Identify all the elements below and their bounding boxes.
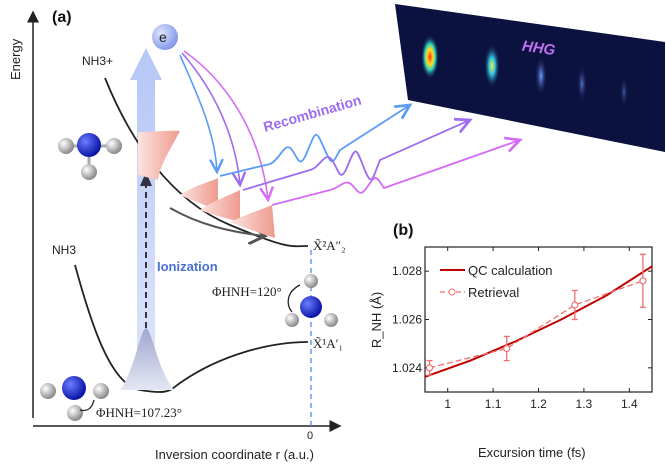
panel-b-chart: (b) 1 1.1 1.2 1.3 1.4 1.024 1.026 1.028 Excursi… xyxy=(369,222,653,460)
harmonic-wave-purple xyxy=(242,120,470,191)
x-axis-label: Excursion time (fs) xyxy=(478,445,586,460)
plot-area xyxy=(424,246,653,393)
recombination-label: Recombination xyxy=(261,92,363,135)
hhg-label: HHG xyxy=(521,38,557,60)
return-path-blue xyxy=(179,54,217,172)
ion-state-label: X̃²A″₂ xyxy=(313,238,346,253)
y-tick-label: 1.028 xyxy=(392,264,422,278)
panel-b-label: (b) xyxy=(393,222,413,239)
y-tick-label: 1.026 xyxy=(392,313,422,327)
ionization-label: Ionization xyxy=(157,259,218,274)
x-tick-label: 1.2 xyxy=(530,397,547,411)
inversion-axis-tick-0: 0 xyxy=(307,430,313,442)
retrieval-point xyxy=(425,364,434,372)
inversion-axis-label: Inversion coordinate r (a.u.) xyxy=(155,447,314,462)
harmonic-wave-magenta xyxy=(271,140,520,206)
ground-state-wavepacket xyxy=(120,328,174,390)
x-tick-label: 1.3 xyxy=(576,397,593,411)
wavepacket-2 xyxy=(200,190,240,222)
x-tick-label: 1 xyxy=(444,397,451,411)
legend-qc-label: QC calculation xyxy=(468,263,553,278)
ion-curve-label: NH3+ xyxy=(82,54,113,68)
neutral-curve-label: NH3 xyxy=(52,243,76,257)
energy-axis-label: Energy xyxy=(8,38,23,80)
retrieval-line xyxy=(429,280,644,369)
y-axis-label: R_NH (Å) xyxy=(369,292,384,348)
pyramidal-molecule-icon xyxy=(40,376,109,421)
harmonic-wave-blue xyxy=(219,105,410,177)
legend-retrieval-label: Retrieval xyxy=(468,285,519,300)
wavepacket-3 xyxy=(230,205,275,238)
neutral-state-label: X̃¹A′₁ xyxy=(313,336,343,351)
electron-icon xyxy=(152,24,178,50)
hhg-spectrum-image: HHG xyxy=(395,4,665,152)
wavepacket-1 xyxy=(180,178,218,210)
beam-arrow-icon xyxy=(130,48,162,80)
wavepacket-initial xyxy=(138,130,180,180)
retrieval-point xyxy=(503,344,511,353)
return-path-purple xyxy=(181,52,240,185)
planar-molecule-icon xyxy=(285,274,338,327)
panel-a-label: (a) xyxy=(52,9,72,26)
planar-angle-label: ΦHNH=120° xyxy=(212,284,282,299)
ionization-arrowhead-icon xyxy=(140,172,152,186)
evolution-arrow xyxy=(169,207,265,236)
neutral-potential-curve xyxy=(74,264,309,393)
retrieval-point xyxy=(639,277,647,285)
electron-label: e xyxy=(159,29,167,45)
legend-retrieval-marker xyxy=(448,288,456,296)
pyramidal-angle-label: ΦHNH=107.23° xyxy=(96,405,182,420)
ion-potential-curve xyxy=(104,77,309,248)
x-tick-label: 1.4 xyxy=(621,397,638,411)
x-tick-label: 1.1 xyxy=(485,397,502,411)
y-tick-label: 1.024 xyxy=(392,361,422,375)
ion-molecule-icon xyxy=(58,133,122,180)
return-path-magenta xyxy=(183,50,268,200)
retrieval-point xyxy=(571,301,579,309)
